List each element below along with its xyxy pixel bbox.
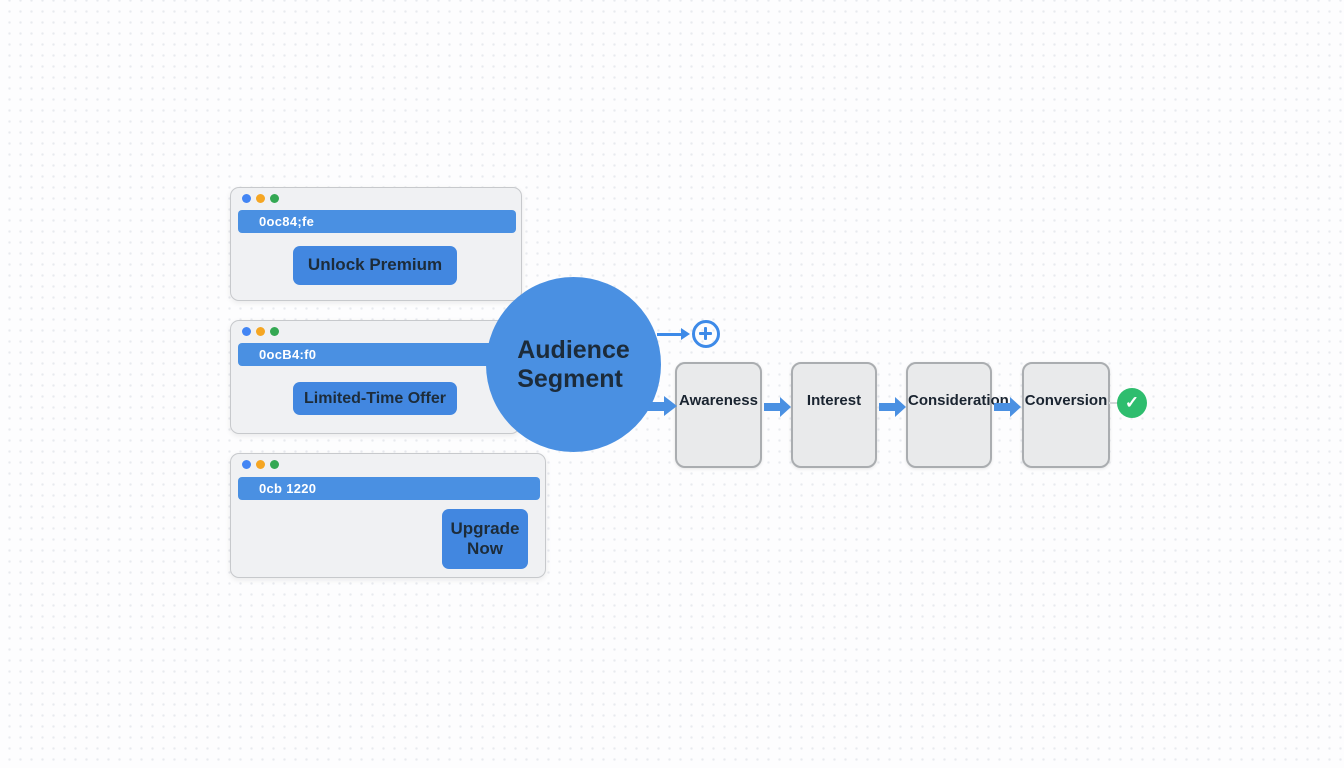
stage-label: Interest [806, 392, 862, 409]
browser-window-1: 0oc84;fe Unlock Premium [230, 187, 522, 301]
window-green-dot-icon [270, 460, 279, 469]
audience-segment-label: Audience Segment [517, 335, 630, 393]
add-segment-icon[interactable] [692, 320, 720, 348]
traffic-lights [242, 460, 279, 469]
window-blue-dot-icon [242, 194, 251, 203]
window-orange-dot-icon [256, 460, 265, 469]
funnel-stage-awareness: Awareness [675, 362, 762, 468]
browser-window-2: 0ocB4:f0 Limited-Time Offer [230, 320, 520, 434]
address-bar[interactable]: 0oc84;fe [238, 210, 516, 233]
stage-label: Consideration [908, 392, 1009, 409]
arrow-to-add-segment [657, 328, 691, 341]
funnel-stage-interest: Interest [791, 362, 877, 468]
traffic-lights [242, 194, 279, 203]
arrow-interest-to-consideration [879, 397, 906, 417]
upgrade-now-button[interactable]: Upgrade Now [442, 509, 528, 569]
window-blue-dot-icon [242, 327, 251, 336]
window-green-dot-icon [270, 194, 279, 203]
check-connector-line [1109, 402, 1119, 404]
window-orange-dot-icon [256, 194, 265, 203]
window-orange-dot-icon [256, 327, 265, 336]
check-glyph: ✓ [1124, 393, 1140, 412]
audience-segment-node: Audience Segment [486, 277, 661, 452]
funnel-stage-consideration: Consideration [906, 362, 1009, 468]
unlock-premium-button[interactable]: Unlock Premium [293, 246, 457, 285]
stage-label: Conversion [1024, 392, 1108, 409]
browser-window-3: 0cb 1220 Upgrade Now [230, 453, 546, 578]
stage-label: Awareness [679, 392, 758, 409]
window-blue-dot-icon [242, 460, 251, 469]
success-check-icon: ✓ [1117, 388, 1147, 418]
arrow-awareness-to-interest [764, 397, 791, 417]
arrow-consideration-to-conversion [994, 397, 1021, 417]
traffic-lights [242, 327, 279, 336]
funnel-stage-conversion: Conversion [1022, 362, 1110, 468]
address-bar[interactable]: 0cb 1220 [238, 477, 540, 500]
address-bar[interactable]: 0ocB4:f0 [238, 343, 516, 366]
arrow-to-funnel [645, 396, 678, 417]
limited-time-offer-button[interactable]: Limited-Time Offer [293, 382, 457, 415]
window-green-dot-icon [270, 327, 279, 336]
